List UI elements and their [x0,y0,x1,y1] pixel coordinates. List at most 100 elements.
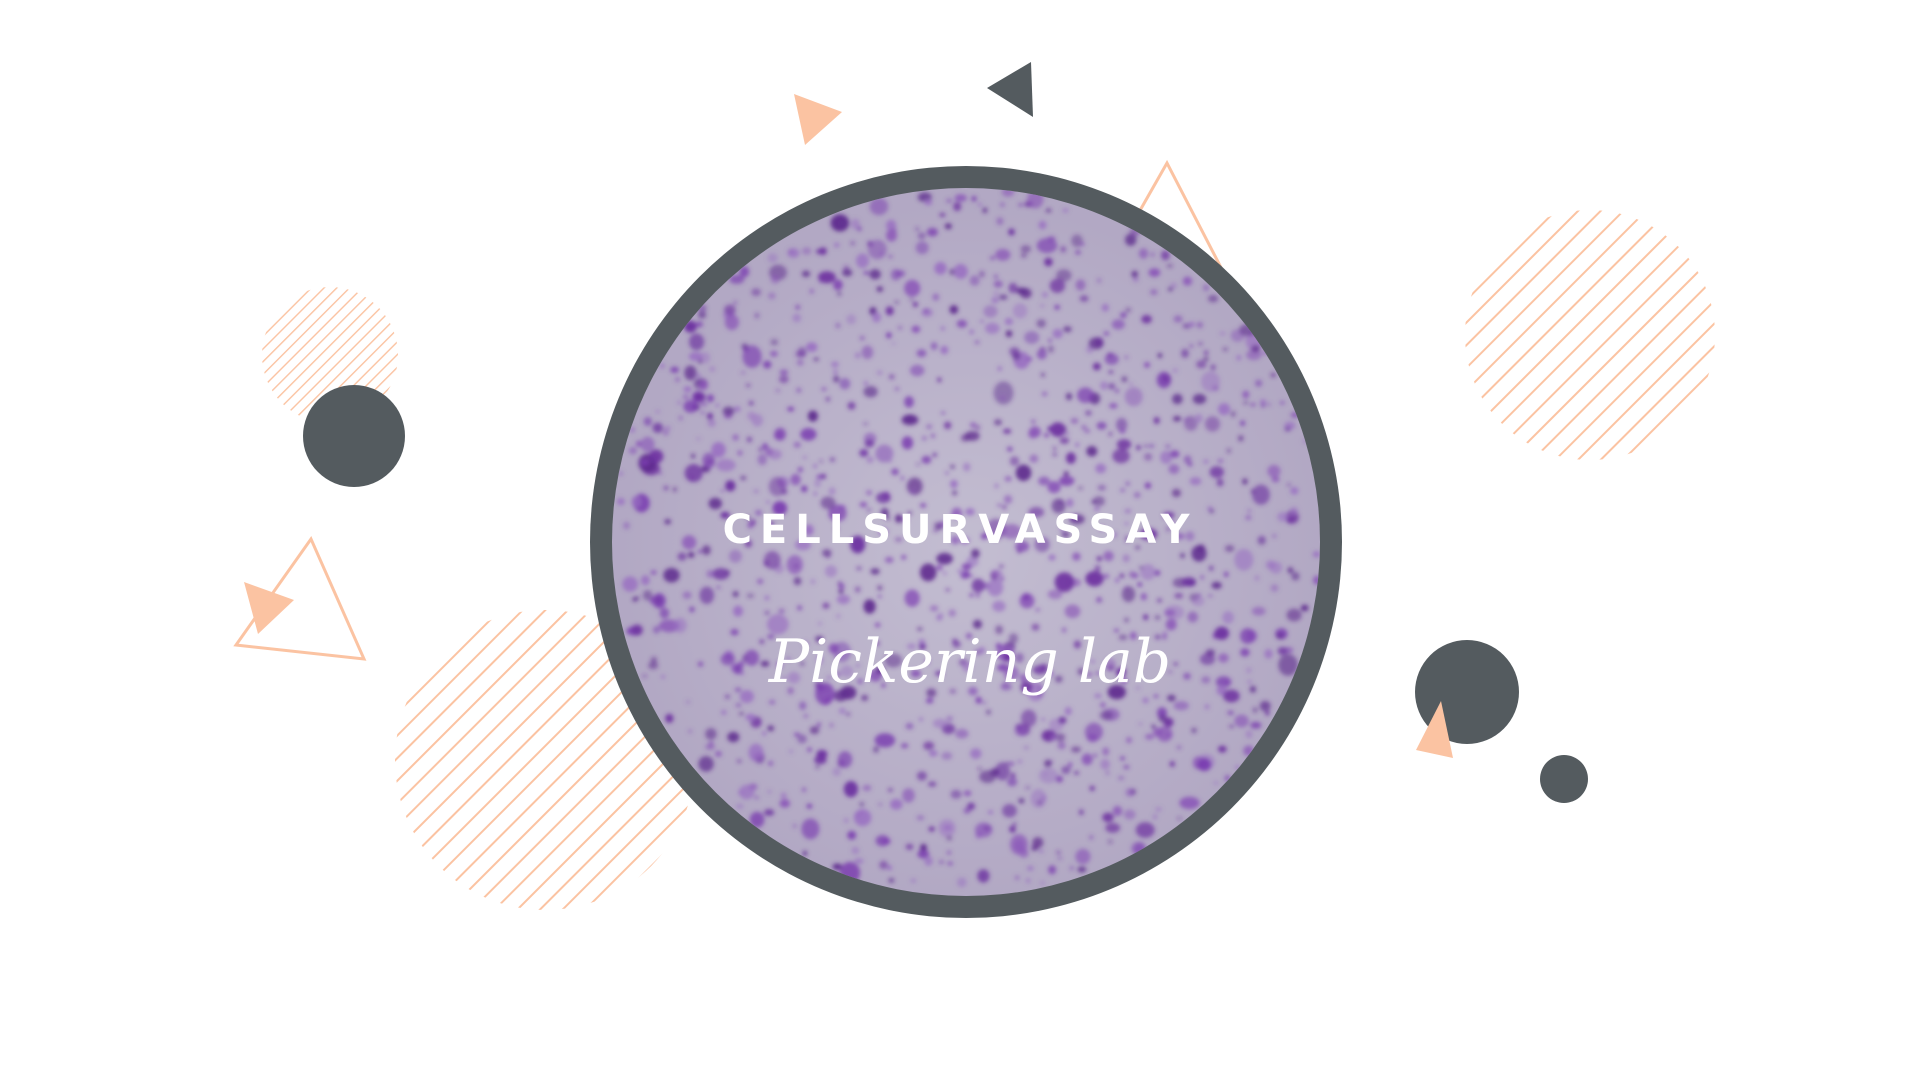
colony-dot [920,843,927,852]
colony-dot [1002,681,1008,687]
colony-dot [1112,448,1130,464]
colony-dot [1108,370,1114,374]
colony-dot [1072,552,1081,561]
colony-dot [1150,289,1158,296]
colony-dot [1112,805,1123,817]
colony-dot [1154,570,1161,576]
colony-dot [853,809,872,827]
colony-dot [1135,686,1141,690]
outline-triangle-left [233,535,367,661]
colony-dot [1020,245,1032,253]
colony-dot [834,526,839,531]
colony-dot [1218,653,1229,663]
colony-dot [702,452,716,469]
colony-dot [774,427,786,441]
colony-dot [1124,508,1132,514]
colony-dot [1140,564,1156,581]
dark-dot-right [1540,755,1588,803]
colony-dot [682,591,692,599]
colony-dot [1004,317,1014,326]
colony-dot [828,504,847,522]
colony-dot [1057,856,1062,860]
colony-dot [740,371,746,375]
colony-dot [986,518,1006,541]
colony-dot [1191,545,1207,562]
colony-dot [846,314,857,325]
colony-dot [818,660,823,665]
colony-dot [733,300,738,305]
colony-dot [1148,268,1161,277]
colony-dot [1022,593,1031,601]
colony-dot [1198,342,1203,346]
colony-dot [1157,353,1163,358]
colony-dot [739,690,755,703]
colony-dot [1025,786,1031,790]
colony-dot [1192,393,1207,405]
colony-dot [1063,471,1069,477]
colony-dot [648,661,659,670]
colony-dot [699,586,715,604]
colony-dot [910,669,921,678]
colony-dot [994,762,1011,781]
colony-dot [1055,675,1063,683]
colony-dot [1099,526,1104,530]
colony-dot [901,414,919,426]
colony-dot [1028,429,1038,439]
colony-dot [998,294,1008,300]
dark-triangle-top [987,62,1033,117]
colony-dot [996,217,1004,226]
colony-dot [1209,466,1225,478]
colony-dot [800,428,817,441]
colony-dot [997,503,1002,507]
colony-dot [895,514,903,523]
colony-dot [1154,634,1161,640]
colony-dot [835,671,841,677]
colony-dot [878,802,883,807]
colony-dot [672,487,677,492]
colony-dot [886,332,892,339]
colony-dot [1036,319,1046,328]
colony-dot [1100,759,1110,770]
colony-dot [952,490,958,496]
colony-dot [1012,822,1017,827]
colony-dot [699,401,708,407]
dark-circle-left [303,385,405,487]
colony-dot [1054,304,1060,310]
colony-dot [729,274,745,284]
colony-dot [1183,672,1191,680]
colony-dot [642,674,647,678]
colony-dot [1271,533,1277,539]
colony-dot [926,227,938,237]
colony-dot [1036,238,1058,254]
colony-dot [918,638,926,645]
colony-dot [809,726,820,735]
colony-dot [1052,328,1063,339]
colony-dot [886,219,897,232]
colony-dot [767,521,775,527]
colony-dot [863,386,878,398]
colony-dot [1125,307,1132,313]
colony-dot [1020,681,1033,694]
colony-dot [968,574,974,578]
colony-dot [921,455,932,464]
colony-dot [951,507,963,519]
colony-dot [751,288,761,297]
colony-dot [1093,496,1105,507]
colony-dot [1229,725,1234,728]
colony-dot [1181,348,1189,358]
colony-dot [999,202,1006,208]
colony-dot [737,759,742,763]
colony-dot [866,508,872,512]
colony-dot [1020,288,1032,299]
colony-dot [797,466,804,473]
colony-dot [652,422,663,433]
colony-dot [943,421,952,430]
colony-dot [629,427,635,433]
colony-dot [1254,575,1260,581]
colony-dot [861,345,874,360]
colony-dot [906,643,917,650]
colony-dot [918,643,926,650]
colony-dot [1009,347,1020,356]
colony-dot [1005,330,1013,338]
